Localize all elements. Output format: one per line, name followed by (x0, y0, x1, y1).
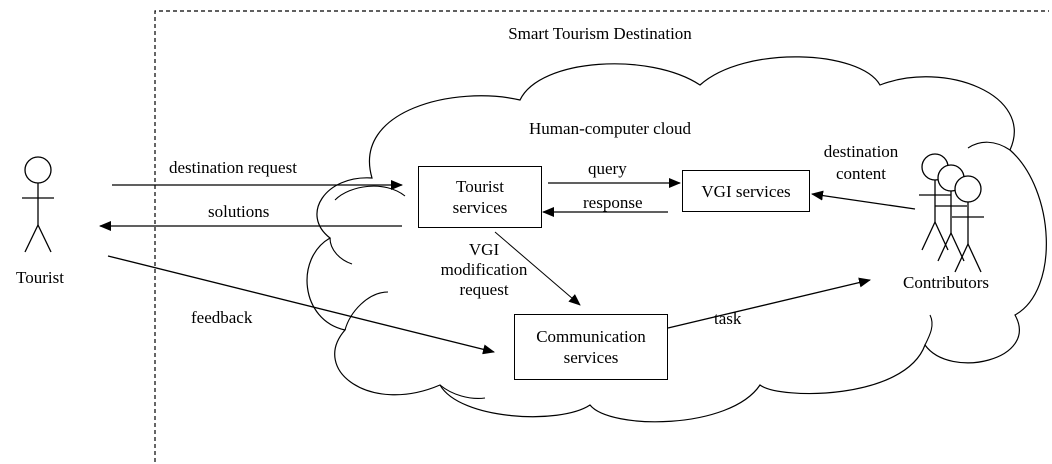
vgi-modification-line3: request (459, 280, 509, 299)
vgi-modification-arrow (494, 231, 581, 306)
response-label: response (583, 193, 643, 212)
destination-boundary (154, 10, 1049, 462)
cloud-inner-arc (439, 384, 486, 399)
destination-content-label: destination content (824, 141, 899, 185)
cloud-inner-arc (924, 314, 933, 346)
cloud-title: Human-computer cloud (529, 119, 691, 138)
contributors-icon (919, 153, 984, 273)
tourist-services-line1: Tourist (456, 177, 504, 196)
vgi-services-label: VGI services (701, 181, 791, 201)
cloud-inner-arc (329, 237, 353, 265)
destination-content-arrow (811, 190, 916, 210)
query-label: query (588, 159, 627, 178)
cloud-inner-arc (334, 185, 406, 201)
tourist-services-box: Tourist services (418, 166, 542, 228)
cloud-inner-arc (967, 141, 1011, 151)
task-label: task (714, 309, 742, 328)
vgi-modification-line2: modification (440, 260, 528, 279)
region-title: Smart Tourism Destination (508, 24, 692, 43)
destination-content-line1: destination (823, 142, 899, 161)
destination-content-line2: content (835, 164, 887, 183)
tourist-icon (22, 156, 54, 253)
destination-request-label: destination request (169, 158, 297, 177)
cloud-inner-arc (344, 291, 389, 331)
cloud-outline (306, 56, 1047, 423)
communication-services-line2: services (563, 348, 619, 367)
vgi-modification-label: VGI modification request (441, 240, 528, 300)
contributors-label: Contributors (903, 273, 989, 292)
vgi-services-box: VGI services (682, 170, 810, 212)
task-arrow (667, 277, 871, 329)
vgi-modification-line1: VGI (468, 240, 500, 259)
solutions-label: solutions (208, 202, 270, 221)
tourist-services-line2: services (452, 198, 508, 217)
communication-services-line1: Communication (536, 327, 646, 346)
tourist-label: Tourist (16, 268, 64, 287)
feedback-arrow (107, 255, 495, 355)
feedback-label: feedback (191, 308, 253, 327)
communication-services-box: Communication services (514, 314, 668, 380)
